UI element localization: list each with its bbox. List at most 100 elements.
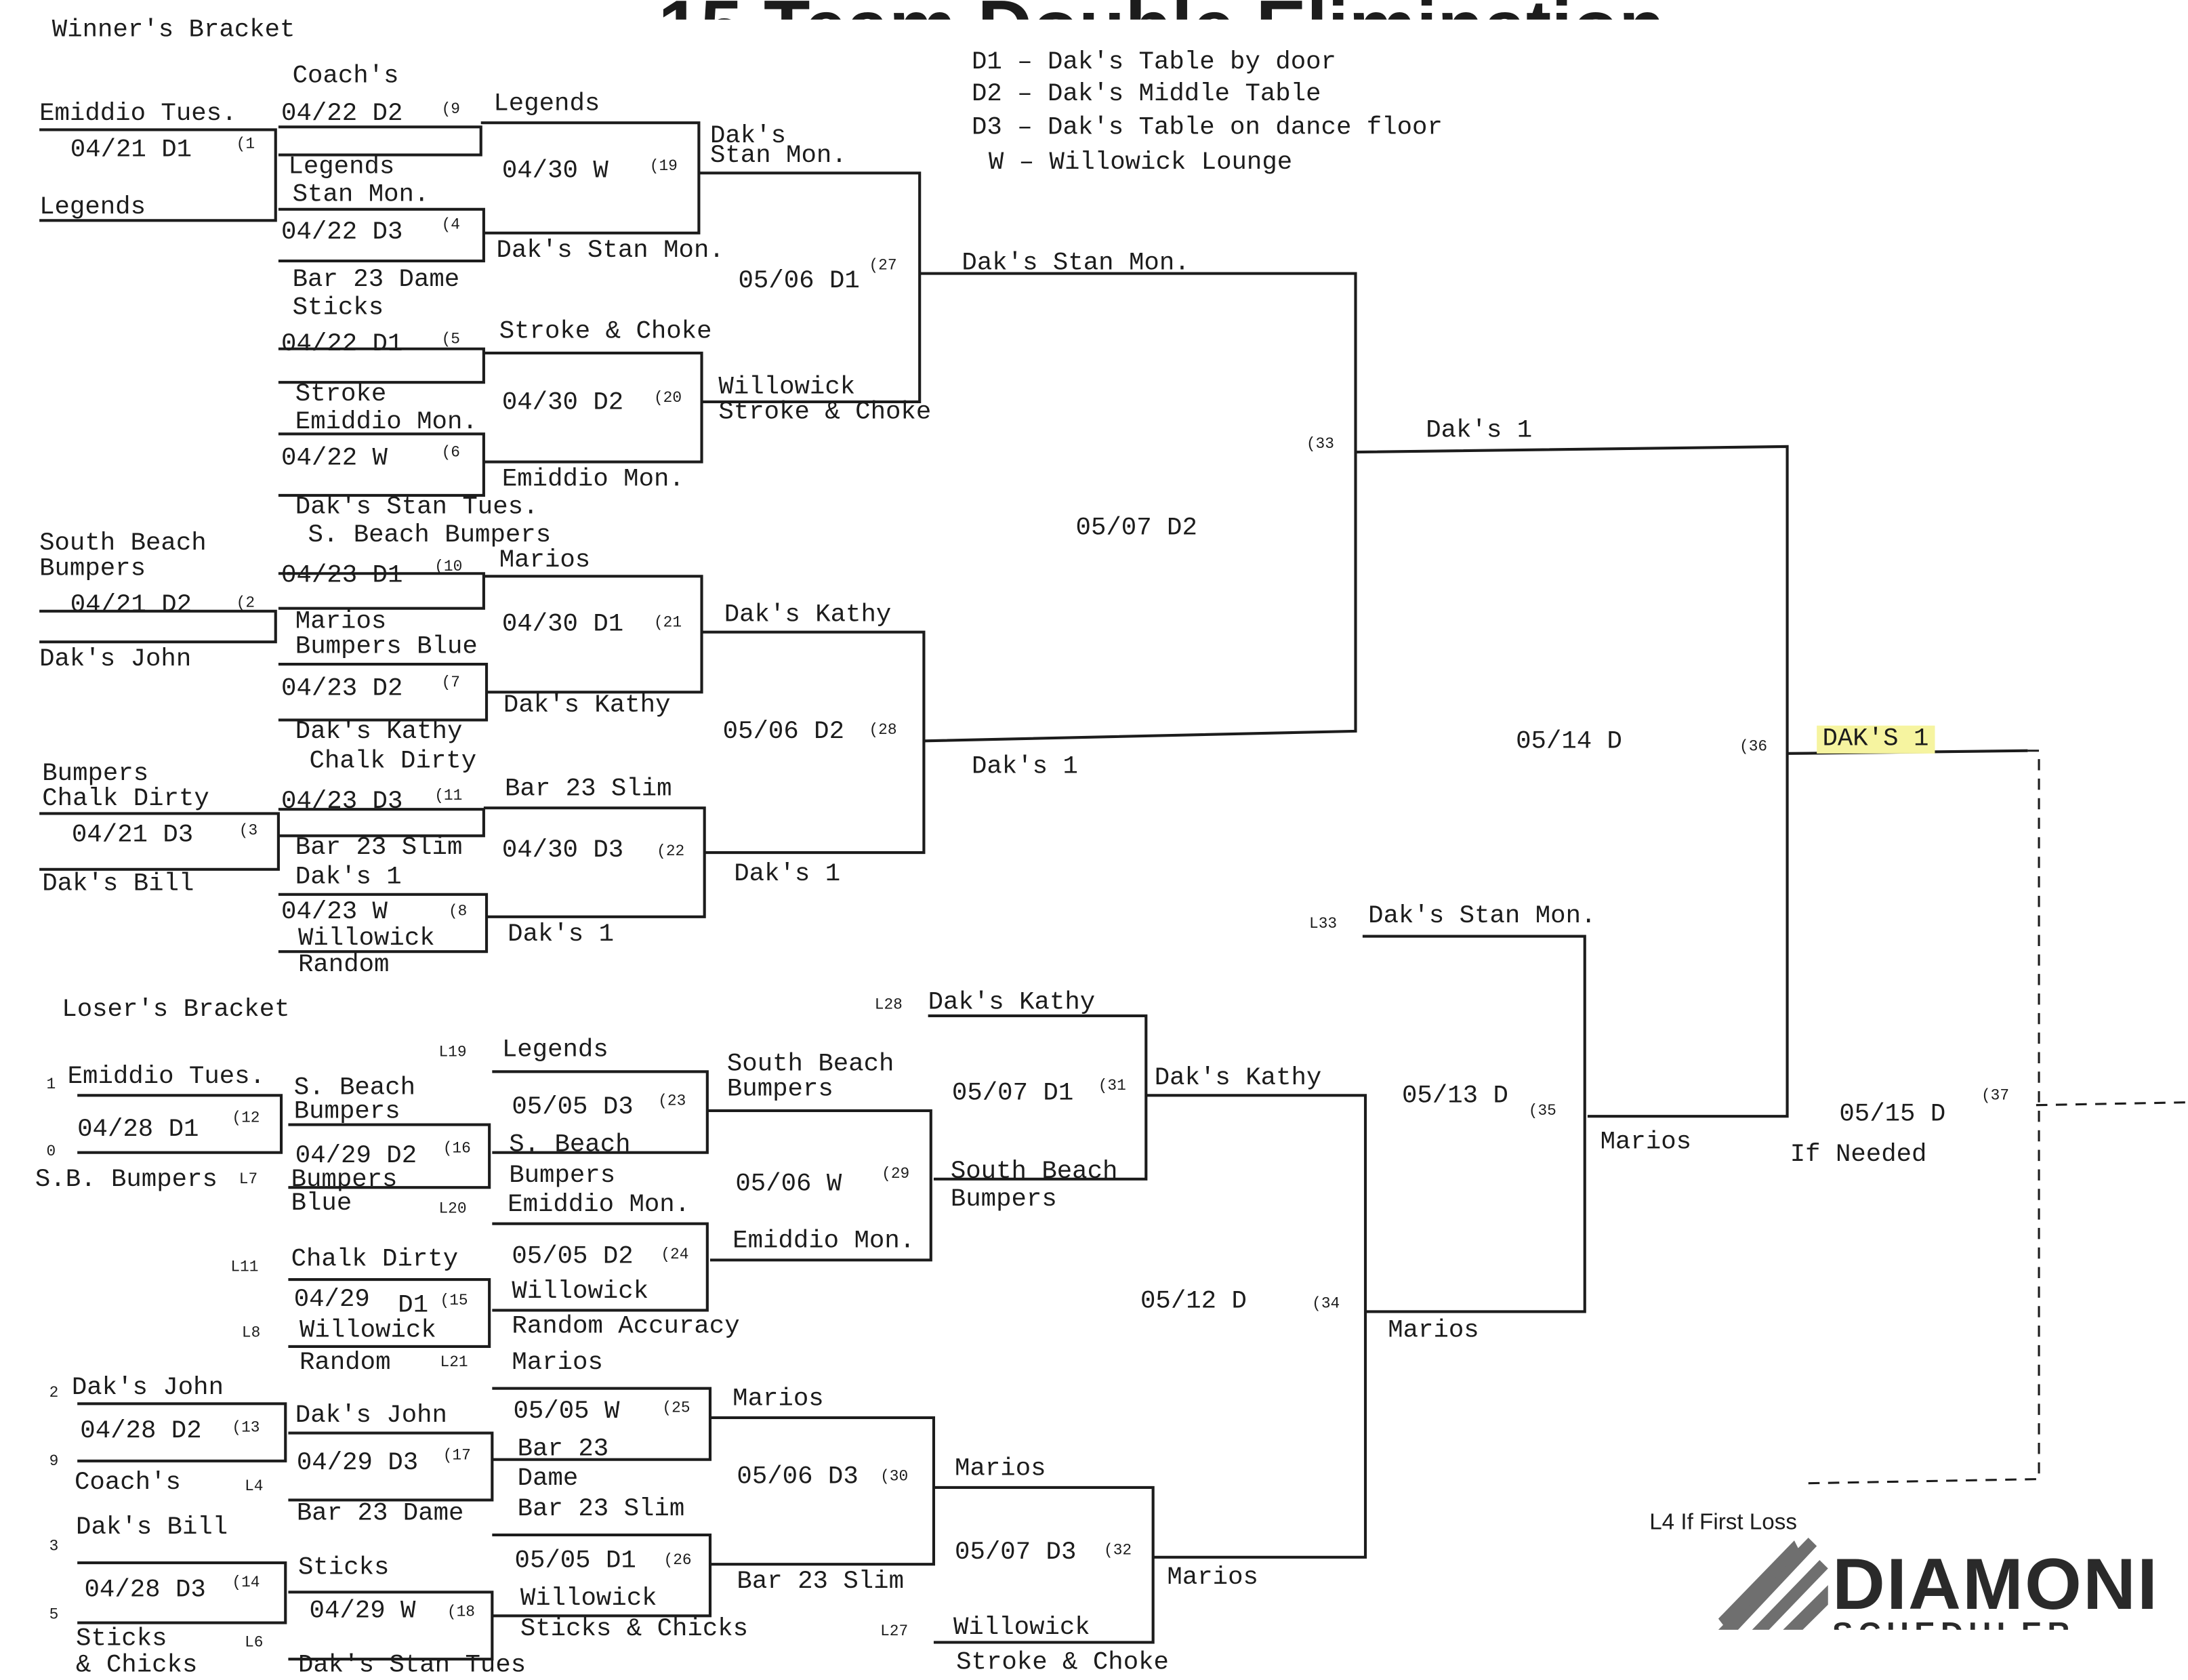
team-label: Emiddio Mon. [732,1227,915,1256]
match-number: (34 [1312,1296,1340,1313]
team-label: S. Beach [293,1074,416,1103]
match-date: 05/06 W [735,1170,842,1199]
legend-item: D3 – Dak's Table on dance floor [971,114,1443,143]
team-label: Bumpers [42,760,149,789]
bracket-line [492,1387,712,1461]
bracket-line [288,1123,491,1189]
match-number: (7 [441,675,461,693]
match-court: D1 [398,1292,429,1320]
bracket-line [483,575,703,694]
team-label: Chalk Dirty [291,1246,459,1274]
team-label: Dak's Kathy [1154,1065,1322,1093]
legend-item: D2 – Dak's Middle Table [971,81,1321,109]
legend-item: W – Willowick Lounge [988,149,1293,178]
team-label: Marios [732,1385,824,1414]
match-date: 04/30 D3 [501,837,624,865]
match-date: 04/30 D2 [501,389,624,417]
match-date: 05/07 D1 [951,1080,1074,1108]
team-label: Stroke & Choke [718,398,932,428]
bracket-line [1355,445,1789,1118]
match-number: (1 [236,136,255,154]
match-number: (20 [653,390,682,408]
team-label: Random [300,1349,391,1378]
loss-code: L6 [245,1635,264,1652]
team-label: Bar 23 Slim [737,1568,904,1597]
team-label: Dak's Stan Tues. [295,493,539,523]
team-label: Dak's 1 [1426,417,1533,445]
match-date: 05/05 D2 [512,1243,634,1271]
match-number: (28 [869,722,897,740]
bracket-line [278,125,482,157]
team-label: Coach's [74,1469,181,1498]
bracket-line [278,893,489,954]
match-number: (35 [1528,1103,1556,1121]
match-number: (6 [441,445,461,462]
team-label: Stan Mon. [709,142,847,171]
match-number: (36 [1739,739,1768,756]
if-needed-label: If Needed [1790,1141,1927,1170]
team-label: Marios [1167,1564,1258,1593]
match-date: 04/23 D1 [281,562,403,590]
team-label: Bumpers [950,1186,1057,1214]
team-label: Dak's Stan Mon. [496,237,724,266]
team-label: Bar 23 [517,1435,609,1464]
team-label: Dak's Stan Mon. [1368,903,1596,931]
match-date: 04/21 D1 [70,136,192,165]
bracket-line [933,1486,1155,1644]
team-label: Stroke & Choke [499,318,712,346]
team-label: Marios [512,1349,603,1378]
if-needed-line [2036,1101,2188,1107]
loss-code: L11 [230,1260,259,1277]
page-title: 15 Team Double Elimination [658,0,1665,20]
team-label: South Beach [950,1157,1118,1187]
match-date: 05/06 D1 [738,268,860,296]
team-label: Bumpers Blue [295,633,478,661]
team-label: Legends [501,1036,608,1065]
team-label: Marios [499,547,591,575]
team-label: Emiddio Tues. [39,100,237,129]
team-label: Marios [295,608,387,636]
losers-bracket-label: Loser's Bracket [62,996,290,1025]
match-date: 04/22 D2 [281,100,403,129]
match-number: (15 [440,1293,468,1311]
match-date: 04/23 W [281,898,388,927]
team-label: Blue [291,1190,352,1218]
match-date: 04/22 W [281,445,388,474]
team-label: Emiddio Mon. [295,409,478,437]
match-number: (30 [880,1469,909,1486]
match-date: 04/29 [293,1286,370,1315]
team-label: Dak's [709,123,787,151]
team-label: Bar 23 Slim [295,834,463,863]
logo-sub: SCHEDULER [1832,1618,2076,1629]
legend-item: D1 – Dak's Table by door [971,49,1336,77]
team-label: South Beach [39,530,207,558]
match-number: (17 [442,1448,471,1465]
team-label: Stan Mon. [292,181,430,209]
bracket-line [707,1109,932,1262]
match-date: 04/29 W [309,1597,416,1626]
team-label: Bumpers [291,1166,398,1195]
if-needed-line [1807,750,2040,1485]
bracket-line [699,171,922,404]
seed-number: 3 [49,1539,59,1556]
match-number: (4 [441,218,461,234]
match-date: 04/30 W [501,157,608,186]
bracket-line [77,1561,287,1624]
team-label: Sticks [292,294,384,323]
match-date: 05/05 D3 [512,1094,634,1122]
loss-code: L20 [438,1201,467,1218]
match-number: (26 [663,1553,692,1570]
match-date: 04/30 D1 [501,611,624,640]
diamond-logo-icon [1718,1538,1828,1630]
loss-code: L33 [1309,916,1338,934]
match-number: (3 [239,823,258,840]
team-label: S.B. Bumpers [35,1166,218,1195]
match-number: (29 [882,1166,910,1184]
team-label: Dame [517,1464,579,1494]
team-label: Willowick [520,1585,657,1614]
match-number: (2 [236,596,255,613]
match-date: 04/22 D3 [281,219,403,247]
team-label: Coach's [292,62,399,91]
team-label: Dak's 1 [295,863,402,892]
